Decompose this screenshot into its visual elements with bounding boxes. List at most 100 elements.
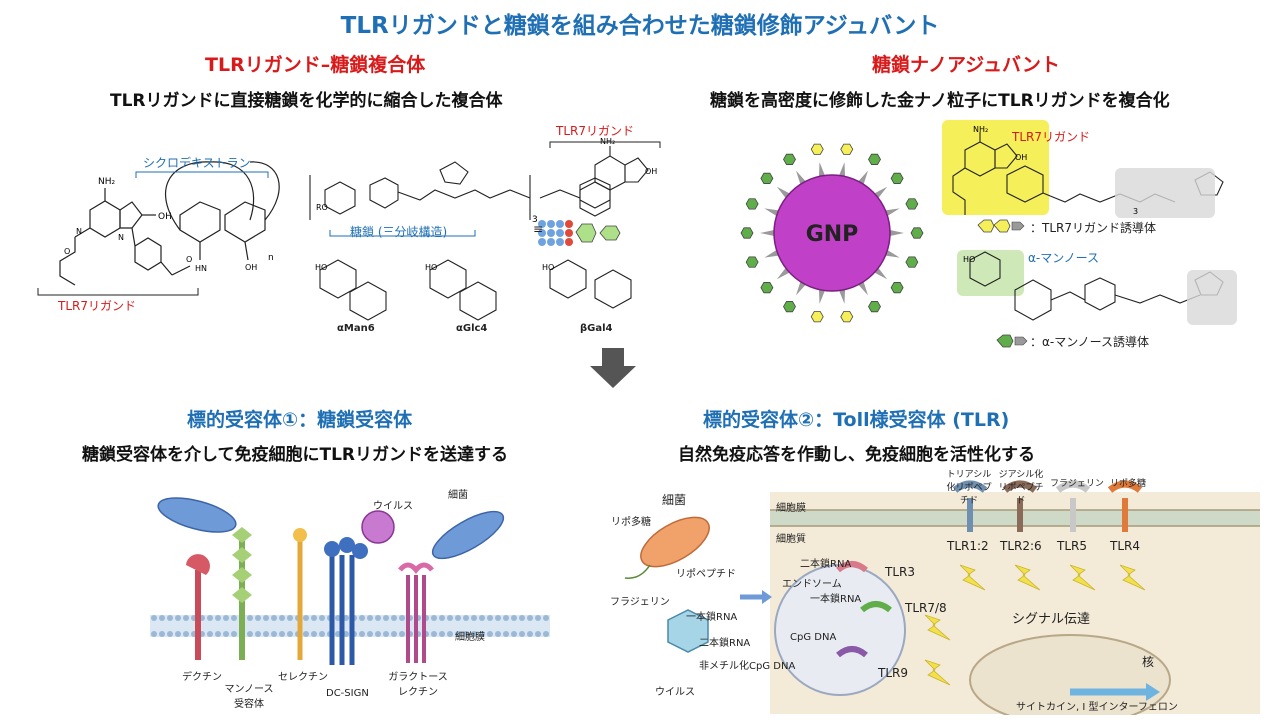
svg-text:OH: OH (158, 212, 172, 222)
gnp-spike-stem (796, 170, 806, 185)
right-bottom-description: 自然免疫応答を作動し、免疫細胞を活性化する (678, 445, 1035, 465)
tlr-glycan-conjugate-structure: NH₂ OH N N O O HN OH n 3 RO NH₂ OH (37, 137, 661, 321)
mannose-hexagon (910, 227, 924, 239)
svg-text:O: O (186, 255, 192, 264)
lipid-head (223, 615, 229, 621)
virus-capsid (667, 609, 709, 653)
ligand-label-diacyl: ジアシル化リポペプチド (998, 470, 1044, 506)
mannose-hexagon (760, 282, 774, 294)
svg-text:N: N (118, 233, 124, 242)
receptor-label-mannose: マンノース受容体 (224, 684, 274, 710)
lipid-head (151, 615, 157, 621)
lipid-head (271, 615, 277, 621)
receptor-label-selectin: セレクチン (278, 672, 328, 683)
lipid-head (175, 615, 181, 621)
lipid-head (159, 615, 165, 621)
lipid-head (511, 615, 517, 621)
gnp-spike-stem (764, 250, 779, 258)
lipid-head (495, 615, 501, 621)
lipid-head (311, 631, 317, 637)
mannose-hexagon (868, 153, 881, 165)
gnp-spike-stem (858, 170, 868, 185)
lipid-head (367, 631, 373, 637)
tlr2-6-label: TLR2:6 (1000, 539, 1042, 553)
glycan-receptor-illustration (150, 497, 550, 665)
lipid-head (231, 631, 237, 637)
lipid-head (471, 631, 477, 637)
lipid-head (383, 631, 389, 637)
svg-text:NH₂: NH₂ (973, 125, 988, 134)
tlr-signaling-illustration (624, 480, 1260, 715)
mannose-derivative-icon (996, 334, 1028, 348)
tlr7-ligand-hexagon (810, 311, 824, 323)
lipid-head (455, 615, 461, 621)
lipid-head (487, 615, 493, 621)
lipid-head (367, 615, 373, 621)
lipid-head (303, 615, 309, 621)
tlr2-6-receptor (1002, 480, 1038, 532)
page-title: TLRリガンドと糖鎖を組み合わせた糖鎖修飾アジュバント (340, 13, 940, 39)
tlr7-ligand-hexagon (840, 143, 854, 155)
svg-text:HO: HO (425, 263, 437, 272)
glycan-label: 糖鎖 (三分岐構造) (350, 225, 448, 239)
lipid-head (263, 615, 269, 621)
lipid-head (279, 615, 285, 621)
lipid-head (391, 631, 397, 637)
virus-label: ウイルス (373, 501, 413, 512)
right-top-heading: 糖鎖ナノアジュバント (872, 54, 1060, 76)
cell-membrane-label: 細胞膜 (776, 503, 806, 514)
tlr5-receptor (1055, 480, 1091, 532)
lipid-head (503, 615, 509, 621)
lipid-head (463, 631, 469, 637)
lipid-head (263, 631, 269, 637)
tlr7-ligand-label-a: TLR7リガンド (58, 299, 136, 313)
gnp-spike-stem (885, 250, 900, 258)
svg-text:n: n (268, 253, 274, 263)
lipid-head (207, 615, 213, 621)
mannose-derivative-legend: ：α-マンノース誘導体 (1030, 335, 1150, 349)
receptor-label-galactose-lectin: ガラクトースレクチン (388, 672, 448, 698)
tlr3-receptor (836, 561, 868, 573)
gnp-spike-stem (776, 186, 790, 199)
lipid-head (383, 615, 389, 621)
left-bottom-description: 糖鎖受容体を介して免疫細胞にTLRリガンドを送達する (82, 445, 509, 465)
mannose-label: α-マンノース (1028, 251, 1100, 265)
bacteria-label-right: 細菌 (662, 493, 687, 507)
lipid-head (319, 615, 325, 621)
dc-sign-receptor (324, 537, 368, 665)
lipid-head (303, 631, 309, 637)
tlr4-label: TLR4 (1110, 539, 1140, 553)
tlr1-2-receptor (952, 480, 988, 532)
lipid-head (471, 615, 477, 621)
lipid-head (439, 631, 445, 637)
tlr7-8-receptor (860, 601, 892, 613)
mannose-hexagon (890, 172, 904, 184)
gnp-spike-stem (885, 208, 900, 216)
lipid-head (255, 631, 261, 637)
mannose-hexagon (783, 153, 796, 165)
lipid-head (391, 615, 397, 621)
lipid-head (375, 615, 381, 621)
endo-dsrna-label: 二本鎖RNA (800, 559, 852, 570)
gnp-glycan-spikes (740, 143, 924, 323)
lipid-head (399, 631, 405, 637)
lipopeptide-label: リポペプチド (676, 569, 736, 580)
lipid-head (223, 631, 229, 637)
svg-text:RO: RO (316, 203, 328, 212)
gnp-label: GNP (806, 222, 859, 247)
right-bottom-heading: 標的受容体②：Toll様受容体 (TLR) (703, 409, 1010, 431)
galactose-lectin-receptor (398, 562, 434, 663)
svg-text:3: 3 (1133, 207, 1138, 216)
glycan-chain-structure (309, 161, 611, 220)
cyclodextran-label: シクロデキストラン (143, 156, 251, 170)
virus-particle (361, 510, 395, 544)
lipid-head (399, 615, 405, 621)
sugar-label-man6: αMan6 (337, 323, 375, 334)
lipid-head (215, 631, 221, 637)
bacteria-left (157, 497, 237, 533)
lipid-head (167, 615, 173, 621)
lipid-head (503, 631, 509, 637)
lipid-head (207, 631, 213, 637)
gnp-spike-stem (858, 281, 868, 296)
tlr4-receptor (1107, 480, 1143, 532)
